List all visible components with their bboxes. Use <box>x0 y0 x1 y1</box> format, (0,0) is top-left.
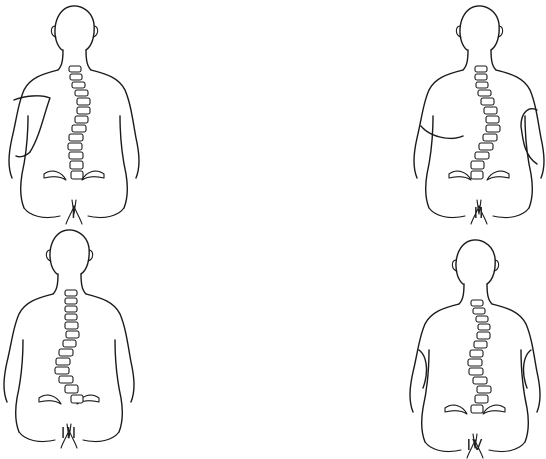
figure-4: IV <box>410 240 540 458</box>
figure-3: III <box>4 230 134 448</box>
figure-4-label: IV <box>467 436 484 454</box>
spine-1 <box>68 66 90 179</box>
spine-4 <box>468 300 491 413</box>
spine-3 <box>55 290 83 403</box>
figure-1: I <box>9 6 139 224</box>
figure-1-label: I <box>71 204 76 222</box>
figure-2-label: II <box>474 204 485 222</box>
figure-3-label: III <box>61 424 77 442</box>
spine-2 <box>471 66 500 179</box>
figure-2: II <box>414 6 544 224</box>
